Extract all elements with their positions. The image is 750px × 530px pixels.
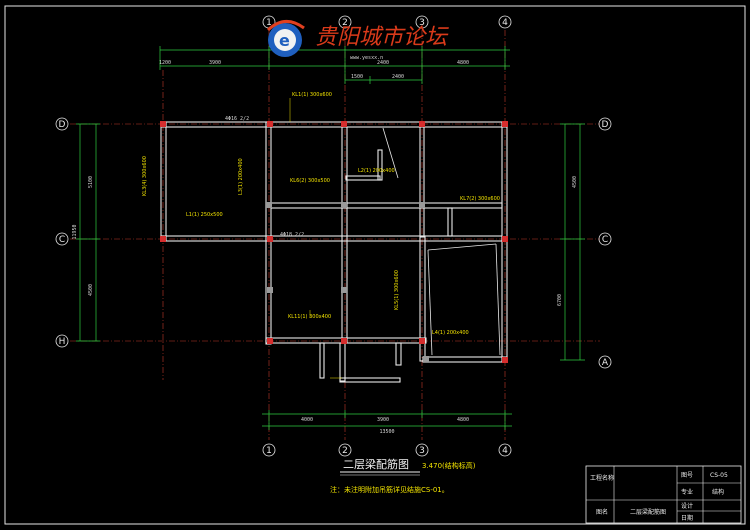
beam-label-3: L1(1) 250x500: [186, 212, 223, 218]
axis-label-bottom-4: 4: [502, 446, 508, 456]
tb-drawing-label: 图名: [596, 508, 608, 516]
dim-right-seg1: 4500: [572, 176, 578, 188]
tb-drawing-value: 二层梁配筋图: [630, 508, 666, 516]
beam-label-11: 4Φ16 2/2: [225, 116, 249, 122]
logo-brand-text: 贵阳城市论坛: [315, 25, 449, 50]
dim-bottom-3: 4800: [457, 417, 469, 423]
beam-label-9: KL5(1) 300x600: [394, 270, 400, 310]
axis-lines: [70, 30, 600, 440]
axis-label-left-d: D: [59, 120, 66, 130]
tb-design-label: 设计: [681, 502, 693, 510]
dim-top-right: 4800: [457, 60, 469, 66]
dim-left-outer: 11950: [72, 224, 78, 239]
tb-major-value: 结构: [712, 488, 724, 496]
beam-label-10: L4(1) 200x400: [432, 330, 469, 336]
beam-annotations: KL1(1) 300x600 KL3(4) 300x600 L1(1) 250x…: [142, 92, 500, 336]
axis-label-top-2: 2: [342, 18, 348, 28]
axis-label-left-c: C: [59, 235, 65, 245]
beam-outlines: [160, 121, 508, 383]
logo-inner-icon: [274, 29, 296, 51]
axis-label-right-c: C: [602, 235, 608, 245]
dimension-texts: 3900 2400 4800 1500 2400 1200 11950 5100…: [72, 60, 578, 435]
axis-label-top-4: 4: [502, 18, 508, 28]
stair-lines: [382, 127, 501, 356]
beam-label-1: KL1(1) 300x600: [292, 92, 332, 98]
beam-label-5: KL6(2) 300x500: [290, 178, 330, 184]
columns: [160, 121, 508, 363]
dim-bottom-2: 3900: [377, 417, 389, 423]
gray-columns: [266, 202, 429, 362]
forum-logo: e 贵阳城市论坛 www.yesxx.n: [266, 20, 449, 61]
axis-label-bottom-1: 1: [266, 446, 272, 456]
dim-bottom-1: 4000: [301, 417, 313, 423]
axis-bubbles-left: D C H: [55, 117, 69, 348]
dim-top-mid: 2400: [377, 60, 389, 66]
beam-label-8: KL11(1) 300x400: [288, 314, 331, 320]
tb-date-label: 日期: [681, 514, 693, 522]
beam-label-4: L3(1) 200x400: [238, 158, 244, 195]
drawing-title: 二层梁配筋图: [343, 457, 409, 471]
tb-no-label: 图号: [681, 472, 693, 479]
tb-major-label: 专业: [681, 488, 693, 496]
axis-label-bottom-2: 2: [342, 446, 348, 456]
axis-label-bottom-3: 3: [419, 446, 425, 456]
watermark-site: www.yesxx.n: [350, 55, 383, 61]
drawing-border: [4, 5, 746, 525]
dimension-lines: [76, 46, 585, 430]
tb-project-label: 工程名称: [590, 474, 614, 482]
beam-label-12: 4Φ18 2/2: [280, 232, 304, 238]
dim-right-seg2: 6700: [557, 294, 563, 306]
leader-lines: [289, 98, 342, 379]
dim-top-left: 3900: [209, 60, 221, 66]
beam-label-6: L2(1) 200x400: [358, 168, 395, 174]
axis-label-right-d: D: [602, 120, 609, 130]
axis-bubbles-right: D C A: [598, 117, 612, 369]
dim-left-seg1: 5100: [88, 176, 94, 188]
logo-arc-icon: [266, 20, 305, 32]
axis-label-top-1: 1: [266, 18, 272, 28]
drawing-note: 注：未注明附加吊筋详见结施CS-01。: [330, 485, 449, 494]
dim-top-sub2: 2400: [392, 74, 404, 80]
axis-label-top-3: 3: [419, 18, 425, 28]
drawing-title-group: 二层梁配筋图 3.470(结构标高) 注：未注明附加吊筋详见结施CS-01。: [330, 457, 476, 494]
beam-label-2: KL3(4) 300x600: [142, 156, 148, 196]
axis-label-right-a: A: [602, 358, 609, 368]
dim-bottom-total: 13500: [379, 429, 394, 435]
dim-top-sub1: 1500: [351, 74, 363, 80]
dim-left-seg2: 4500: [88, 284, 94, 296]
title-block: 工程名称 图名 二层梁配筋图 图号 CS-05 专业 结构 设计 日期: [585, 465, 742, 524]
dim-top-total: 1200: [159, 60, 171, 66]
axis-bubbles-top: 1 2 3 4: [262, 15, 512, 29]
beam-label-7: KL7(2) 300x600: [460, 196, 500, 202]
logo-letter-icon: e: [279, 31, 290, 50]
axis-bubbles-bottom: 1 2 3 4: [262, 443, 512, 457]
drawing-elevation: 3.470(结构标高): [422, 461, 476, 470]
tb-no-value: CS-05: [710, 472, 728, 479]
axis-label-left-h: H: [59, 337, 66, 347]
